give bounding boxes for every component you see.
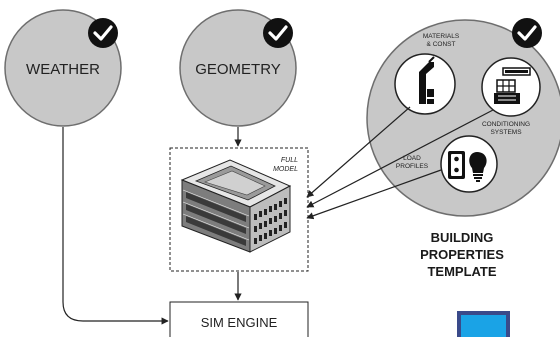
lightbulb-icon <box>469 152 487 182</box>
template-title-2: PROPERTIES <box>420 247 504 262</box>
materials-label-1: MATERIALS <box>423 33 460 40</box>
connector-conditioning-model <box>306 109 494 208</box>
building-icon <box>180 159 292 253</box>
conditioning-item: CONDITIONING SYSTEMS <box>481 57 541 136</box>
outlet-icon <box>448 151 465 179</box>
materials-label-2: & CONST <box>427 41 456 48</box>
template-title-1: BUILDING <box>431 230 494 245</box>
check-icon <box>88 18 118 48</box>
weather-label: WEATHER <box>26 61 100 78</box>
conditioning-label-1: CONDITIONING <box>482 121 530 128</box>
sim-engine-box: SIM ENGINE <box>169 301 309 337</box>
load-item: LOAD PROFILES <box>396 135 498 193</box>
connector-weather-engine <box>62 127 169 325</box>
blue-square-icon <box>457 311 510 337</box>
duct-icon <box>419 56 435 104</box>
full-model-box: FULL MODEL <box>169 147 309 272</box>
hvac-unit-icon <box>494 67 531 104</box>
check-icon <box>263 18 293 48</box>
load-label-2: PROFILES <box>396 163 429 170</box>
load-label-1: LOAD <box>403 155 421 162</box>
full-model-label-2: MODEL <box>273 166 298 173</box>
template-title-3: TEMPLATE <box>427 264 496 279</box>
check-icon <box>512 18 542 48</box>
materials-item: MATERIALS & CONST <box>394 33 460 115</box>
full-model-label-1: FULL <box>281 157 298 164</box>
conditioning-label-2: SYSTEMS <box>490 129 522 136</box>
sim-engine-label: SIM ENGINE <box>201 315 278 330</box>
connector-materials-model <box>306 106 411 198</box>
connector-load-model <box>306 169 442 220</box>
geometry-label: GEOMETRY <box>195 61 281 78</box>
